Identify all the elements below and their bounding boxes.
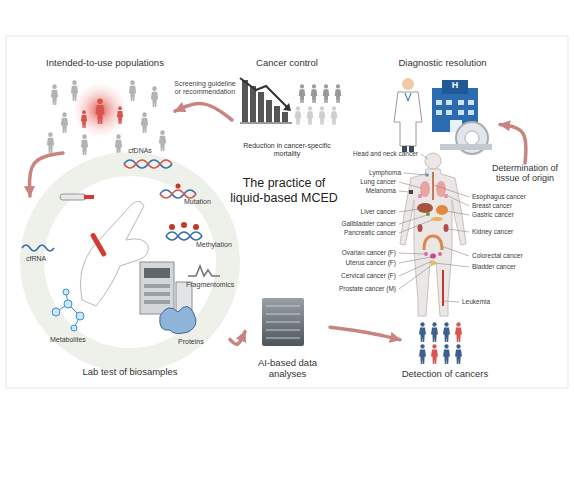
cancer-label: Melanoma: [366, 187, 396, 194]
lab-equipment: [60, 194, 192, 314]
stage-group: Detection of cancers: [400, 318, 490, 380]
analyte-label: Proteins: [178, 338, 204, 346]
cancer-label: Head and neck cancer: [353, 150, 418, 157]
edge-label: Screening guideline or recommendation: [171, 80, 239, 96]
metabolite-network: [52, 289, 84, 331]
flow-arrow: [500, 125, 526, 164]
flow-arrow: [175, 104, 232, 120]
flow-arrow: [330, 327, 400, 340]
stage-heading: Detection of cancers: [402, 369, 489, 380]
cancer-label: Esophagus cancer: [472, 193, 526, 200]
flow-arrow: [29, 153, 63, 196]
cancer-label: Uterus cancer (F): [345, 259, 396, 266]
cancer-label: Breast cancer: [472, 202, 512, 209]
stage-heading: Cancer control: [256, 58, 318, 69]
process-ring: [32, 164, 228, 360]
stage-group: Lab test of biosamples: [30, 164, 230, 378]
analyte-label: Methylation: [196, 241, 232, 249]
stage-heading: Lab test of biosamples: [82, 367, 177, 378]
flow-arrow: [230, 332, 245, 345]
cancer-label: Gallbladder cancer: [341, 220, 396, 227]
analyte-label: cfRNA: [26, 255, 46, 263]
cancer-label: Lung cancer: [360, 178, 396, 185]
doctor-hospital: [394, 78, 492, 154]
stage-heading: Diagnostic resolution: [398, 58, 486, 69]
stage-heading: Determination of tissue of origin: [485, 163, 565, 184]
cancer-label: Leukemia: [462, 298, 490, 305]
detection-people: [419, 322, 462, 364]
stage-note: Reduction in cancer-specific mortality: [241, 142, 333, 158]
cancer-label: Bladder cancer: [472, 263, 516, 270]
diagram-title: The practice of liquid-based MCED: [228, 176, 340, 206]
cancer-label: Prostate cancer (M): [339, 285, 396, 292]
analyte-label: Metabolites: [50, 336, 86, 344]
stage-group: AI-based data analyses: [245, 292, 330, 380]
population-icon: [47, 80, 166, 155]
stage-group: Cancer controlReduction in cancer-specif…: [232, 58, 342, 158]
stage-group: Intended-to-use populations: [35, 58, 175, 153]
stage-group: Determination of tissue of origin: [485, 163, 565, 189]
protein-icon: [160, 306, 196, 333]
stage-heading: AI-based data analyses: [245, 358, 330, 380]
frame: [6, 36, 568, 388]
analyte-label: Mutation: [184, 198, 211, 206]
cancer-label: Gastric cancer: [472, 211, 514, 218]
analyte-label: Fragmentomics: [186, 281, 234, 289]
cancer-label: Colorectal cancer: [472, 252, 523, 259]
methylation-marks: [169, 184, 199, 231]
cancer-label: Kidney cancer: [472, 228, 513, 235]
dna-icons: [22, 160, 220, 276]
hospital-sign: H: [452, 81, 459, 91]
body-figure: [400, 153, 466, 316]
leader-lines: [399, 154, 469, 302]
analyte-label: cfDNAs: [128, 147, 152, 155]
stage-heading: Intended-to-use populations: [46, 58, 164, 69]
cancer-label: Liver cancer: [361, 208, 396, 215]
stage-group: Diagnostic resolution: [385, 58, 500, 153]
cancer-label: Ovarian cancer (F): [342, 249, 396, 256]
server-icon: [262, 298, 304, 346]
declining-chart: [240, 78, 341, 125]
cancer-label: Cervical cancer (F): [341, 272, 396, 279]
cancer-label: Lymphoma: [369, 169, 401, 176]
cancer-label: Pancreatic cancer: [344, 229, 396, 236]
